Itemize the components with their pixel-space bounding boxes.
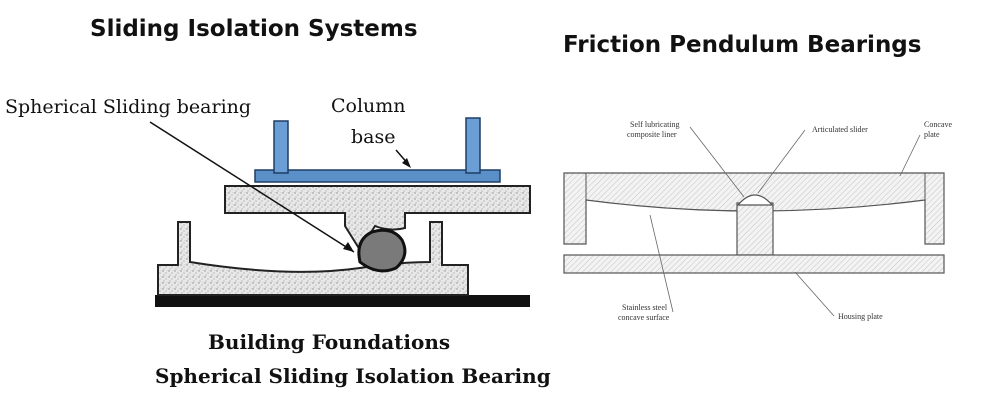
spherical-bearing: [357, 228, 407, 273]
lower-concave-plate: [157, 221, 469, 296]
bearing-pointer-head: [343, 242, 354, 252]
housing-plate: [563, 254, 945, 274]
composite-liner: [736, 194, 774, 206]
articulated-slider: [736, 202, 774, 256]
label-concave-1: Concave: [924, 120, 952, 129]
leader-liner: [689, 126, 745, 198]
label-stainless-1: Stainless steel: [622, 303, 668, 312]
anchor-post-right: [465, 117, 481, 174]
label-liner-1: Self lubricating: [630, 120, 680, 129]
leader-housing: [794, 271, 835, 317]
leader-slider: [757, 129, 806, 194]
label-column: Column: [331, 95, 406, 117]
leader-stainless: [649, 214, 674, 313]
column-base-plate: [254, 169, 501, 183]
label-base: base: [351, 126, 396, 148]
label-stainless-2: concave surface: [618, 313, 670, 322]
right-diagram: Self lubricating composite liner Articul…: [563, 120, 952, 322]
caption-isolation-bearing: Spherical Sliding Isolation Bearing: [155, 364, 551, 388]
left-diagram: Spherical Sliding bearing Column base Bu…: [5, 95, 551, 388]
bearing-pointer-line: [149, 121, 355, 253]
caption-building-foundations: Building Foundations: [208, 330, 450, 354]
left-title: Sliding Isolation Systems: [90, 16, 418, 42]
label-spherical-bearing: Spherical Sliding bearing: [5, 96, 251, 118]
label-liner-2: composite liner: [627, 130, 677, 139]
ground-slab: [155, 295, 530, 307]
label-concave-2: plate: [924, 130, 940, 139]
label-housing: Housing plate: [838, 312, 883, 321]
label-slider: Articulated slider: [812, 125, 868, 134]
leader-concave-plate: [899, 134, 921, 177]
anchor-post-left: [273, 120, 289, 174]
column-pointer-head: [402, 158, 411, 168]
right-title: Friction Pendulum Bearings: [563, 32, 922, 58]
